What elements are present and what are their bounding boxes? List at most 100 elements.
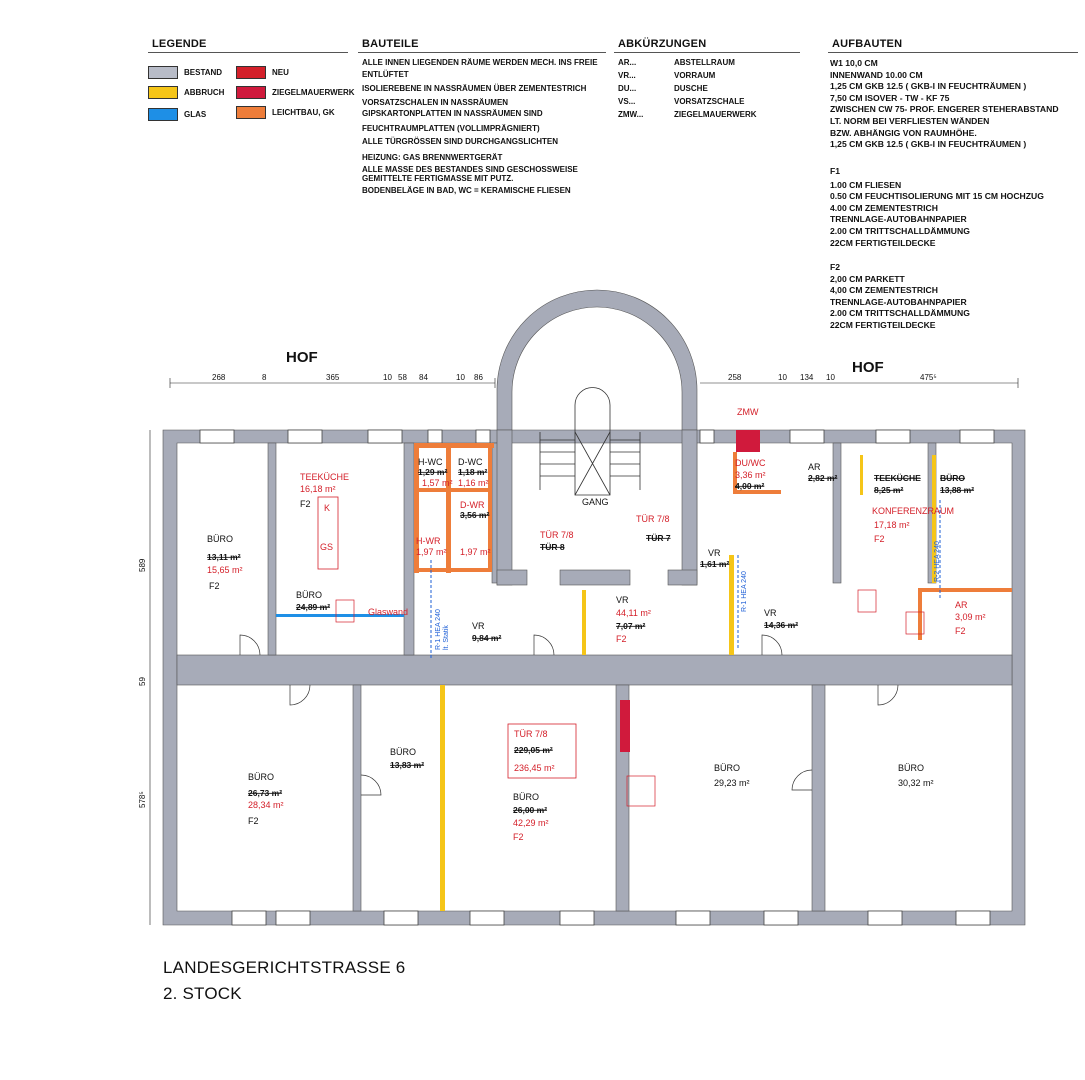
- beam-note: lt. Statik: [443, 625, 450, 650]
- window: [367, 429, 403, 444]
- stair-arc: [574, 387, 611, 406]
- room-name: VR: [764, 608, 777, 618]
- room-name: BÜRO: [513, 792, 539, 802]
- abk-row: DU...DUSCHE: [618, 84, 708, 93]
- glass-wall: [276, 614, 404, 617]
- room-name: BÜRO: [390, 747, 416, 757]
- room-area-new: 1,97 m²: [460, 547, 491, 557]
- beam-label: R-1 HEA 240: [741, 571, 748, 612]
- door-swing: [761, 634, 783, 656]
- aufbauten-line: LT. NORM BEI VERFLIESTEN WÄNDEN: [830, 115, 990, 126]
- address-line: LANDESGERICHTSTRASSE 6: [163, 958, 406, 977]
- room-name: VR: [472, 621, 485, 631]
- room-name: BÜRO: [714, 763, 740, 773]
- room-area-old: 13,88 m²: [940, 485, 974, 495]
- aufbauten-line: INNENWAND 10.00 CM: [830, 69, 923, 80]
- room-area-new: 28,34 m²: [248, 800, 284, 810]
- aufbauten-line: 1,25 CM GKB 12.5 ( GKB-I IN FEUCHTRÄUMEN…: [830, 139, 1027, 150]
- abk-row: AR...ABSTELLRAUM: [618, 58, 735, 67]
- room-area-old: 9,84 m²: [472, 633, 501, 643]
- legend-label-leichtbau: LEICHTBAU, GK: [272, 108, 335, 117]
- bauteile-line: ENTLÜFTET: [362, 69, 409, 79]
- window: [875, 429, 911, 444]
- door-swing: [289, 684, 311, 706]
- room-area-old: 24,89 m²: [296, 602, 330, 612]
- room-name: BÜRO: [296, 590, 322, 600]
- abk-title: ABKÜRZUNGEN: [618, 38, 707, 50]
- room-area: 30,32 m²: [898, 778, 934, 788]
- aufbauten-f2: F2 2,00 CM PARKETT 4,00 CM ZEMENTESTRICH…: [830, 262, 970, 332]
- bauteile-line: HEIZUNG: GAS BRENNWERTGERÄT: [362, 152, 503, 162]
- window: [231, 910, 267, 926]
- room-area-old: 14,36 m²: [764, 620, 798, 630]
- room-name: BÜRO: [898, 763, 924, 773]
- bauteile-line: VORSATZSCHALEN IN NASSRÄUMEN: [362, 97, 509, 107]
- aufbauten-line: ZWISCHEN CW 75- PROF. ENGERER STEHERABST…: [830, 104, 1059, 115]
- legend-item-abbruch: ABBRUCH: [148, 86, 224, 99]
- dim-value: 86: [474, 373, 483, 382]
- room-name: BÜRO: [940, 473, 965, 483]
- total-area-old: 229,05 m²: [514, 745, 553, 755]
- window: [789, 429, 825, 444]
- total-label: TÜR 7/8: [514, 729, 548, 739]
- dim-value: 10: [826, 373, 835, 382]
- kitchen-gs: GS: [320, 542, 333, 552]
- abk-row: VR...VORRAUM: [618, 71, 716, 80]
- stair-side-right: [681, 429, 698, 586]
- wall-top-2: [403, 442, 415, 656]
- aufbauten-f1: F1 1.00 CM FLIESEN 0.50 CM FEUCHTISOLIER…: [830, 166, 1044, 249]
- aufbauten-line: 0.50 CM FEUCHTISOLIERUNG MIT 15 CM HOCHZ…: [830, 191, 1044, 202]
- corridor-wall: [176, 654, 1013, 686]
- stair-bottom-r: [667, 569, 698, 586]
- legend-item-glas: GLAS: [148, 108, 206, 121]
- dim-value: 134: [800, 373, 814, 382]
- aufbauten-title: AUFBAUTEN: [832, 38, 903, 50]
- room-floor: F2: [513, 832, 524, 842]
- dim-top: [169, 378, 1019, 388]
- stair-bottom-l: [496, 569, 528, 586]
- dim-value: 589: [138, 558, 147, 572]
- stair-apse: [496, 289, 698, 431]
- stair-side-left: [496, 429, 513, 586]
- door-mark: [857, 589, 877, 613]
- staircase: [539, 387, 641, 496]
- room-name: TÜR 7/8: [636, 514, 670, 524]
- bauteile-line: ALLE INNEN LIEGENDEN RÄUME WERDEN MECH. …: [362, 58, 598, 67]
- room-area-old: 1,18 m²: [458, 467, 487, 477]
- aufbauten-line: 7,50 CM ISOVER - TW - KF 75: [830, 92, 950, 103]
- hof-label-left: HOF: [286, 349, 318, 366]
- room-name: H-WC: [418, 457, 443, 467]
- room-area-new: 42,29 m²: [513, 818, 549, 828]
- legend-label-glas: GLAS: [184, 110, 207, 119]
- room-floor: F2: [616, 634, 627, 644]
- legend-label-ziegel: ZIEGELMAUERWERK: [272, 88, 355, 97]
- door-swing: [360, 774, 382, 796]
- window: [867, 910, 903, 926]
- window: [275, 910, 311, 926]
- legend-swatch-abbruch: [148, 86, 178, 99]
- room-name: BÜRO: [248, 772, 274, 782]
- total-area-new: 236,45 m²: [514, 763, 555, 773]
- room-area: 3,36 m²: [735, 470, 766, 480]
- aufbauten-line: 4,00 CM ZEMENTESTRICH: [830, 285, 938, 296]
- dim-value: 58: [398, 373, 407, 382]
- room-name: AR: [808, 462, 821, 472]
- aufbauten-line: W1 10,0 CM: [830, 58, 878, 68]
- stair-treads: [540, 439, 640, 477]
- legend-label-abbruch: ABBRUCH: [184, 88, 225, 97]
- room-name: GANG: [582, 497, 609, 507]
- abbruch: [729, 555, 734, 655]
- beams: [430, 500, 941, 660]
- room-floor: F2: [209, 581, 220, 591]
- legend-label-neu: NEU: [272, 68, 289, 77]
- room-area-old: 1,61 m²: [700, 559, 729, 569]
- room-area-old: 3,56 m²: [460, 510, 489, 520]
- abbruch: [582, 590, 586, 655]
- aufbauten-line: TRENNLAGE-AUTOBAHNPAPIER: [830, 214, 967, 225]
- orange-wall: [414, 568, 492, 572]
- aufbauten-line: 4.00 CM ZEMENTESTRICH: [830, 202, 938, 213]
- room-name: D-WR: [460, 500, 485, 510]
- bauteile-line: FEUCHTRAUMPLATTEN (VOLLIMPRÄGNIERT): [362, 123, 540, 133]
- legend-item-neu: NEU: [236, 66, 289, 79]
- wall-top-1: [267, 442, 277, 656]
